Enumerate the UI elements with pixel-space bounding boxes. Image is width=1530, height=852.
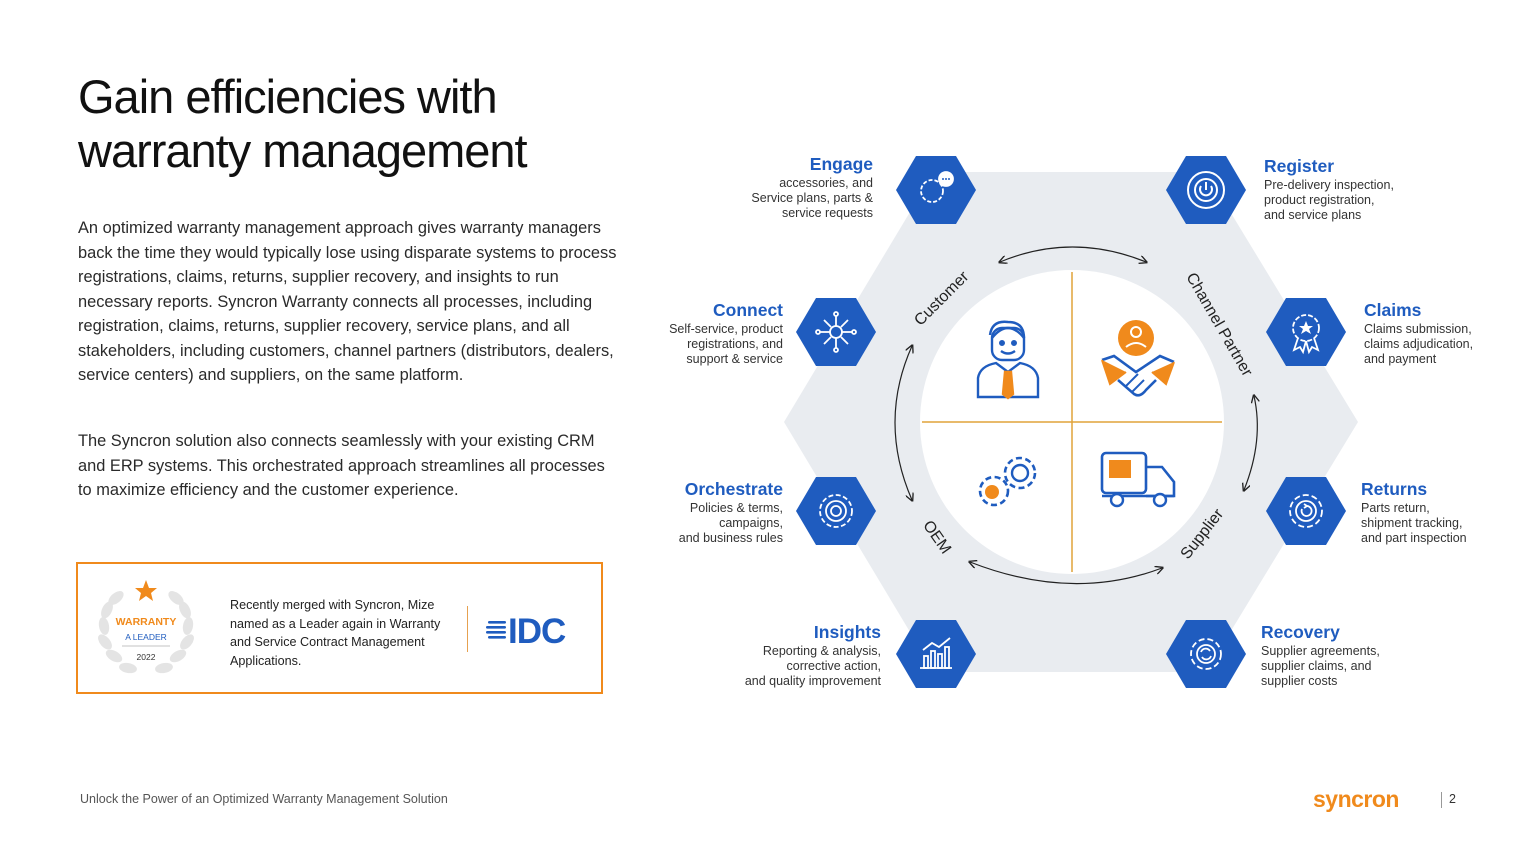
step-engage-line-1: accessories, and — [779, 176, 873, 190]
title-line-1: Gain efficiencies with — [78, 70, 498, 123]
diagram-graphic: Customer Channel Partner Supplier OEM — [784, 156, 1358, 688]
step-engage: Engage accessories, and Service plans, p… — [673, 154, 873, 221]
footer-caption: Unlock the Power of an Optimized Warrant… — [80, 792, 448, 806]
step-orchestrate-line-1: Policies & terms, — [689, 501, 783, 515]
step-connect-desc: Self-service, product registrations, and… — [623, 322, 783, 367]
step-recovery-line-2: supplier claims, and — [1261, 659, 1372, 673]
arrow-supplier-oem — [970, 562, 1162, 585]
step-claims-title: Claims — [1364, 300, 1422, 320]
step-orchestrate: Orchestrate Policies & terms, campaigns,… — [623, 479, 783, 546]
step-register-line-3: and service plans — [1264, 208, 1362, 222]
step-recovery-line-3: supplier costs — [1261, 674, 1338, 688]
recovery-gear-icon — [1190, 638, 1222, 670]
award-callout: WARRANTY A LEADER 2022 Recently merged w… — [76, 562, 603, 694]
recovery-hexagon — [1166, 620, 1246, 688]
step-register-line-2: product registration, — [1264, 193, 1375, 207]
insights-hexagon — [896, 620, 976, 688]
step-orchestrate-desc: Policies & terms, campaigns, and busines… — [623, 501, 783, 546]
step-insights-line-1: Reporting & analysis, — [762, 644, 881, 658]
integration-paragraph: The Syncron solution also connects seaml… — [78, 432, 605, 499]
step-insights-line-3: and quality improvement — [744, 674, 881, 688]
step-returns: Returns Parts return, shipment tracking,… — [1361, 479, 1501, 546]
step-recovery: Recovery Supplier agreements, supplier c… — [1261, 622, 1481, 689]
step-engage-title: Engage — [809, 154, 873, 174]
idc-logo-text: IDC — [508, 612, 566, 650]
step-connect: Connect Self-service, product registrati… — [623, 300, 783, 367]
badge-title: WARRANTY — [116, 616, 177, 628]
arrow-customer-channel — [1000, 246, 1146, 262]
returns-hexagon — [1266, 477, 1346, 545]
power-icon — [1187, 171, 1225, 209]
step-insights-title: Insights — [813, 622, 881, 642]
step-orchestrate-title: Orchestrate — [684, 479, 783, 499]
step-claims-desc: Claims submission, claims adjudication, … — [1364, 322, 1504, 367]
badge-subtitle: A LEADER — [125, 632, 167, 642]
step-returns-desc: Parts return, shipment tracking, and par… — [1361, 501, 1501, 546]
title-line-2: warranty management — [78, 124, 528, 177]
register-hexagon — [1166, 156, 1246, 224]
page-number: 2 — [1449, 792, 1456, 806]
step-engage-desc: accessories, and Service plans, parts & … — [673, 176, 873, 221]
bar-chart-icon — [920, 637, 952, 669]
step-recovery-title: Recovery — [1261, 622, 1340, 642]
step-register-line-1: Pre-delivery inspection, — [1264, 178, 1394, 192]
handshake-icon — [1101, 320, 1175, 397]
claims-hexagon — [1266, 298, 1346, 366]
award-ribbon-icon — [1292, 314, 1320, 355]
step-claims-line-1: Claims submission, — [1364, 322, 1472, 336]
step-engage-line-3: service requests — [781, 206, 873, 220]
step-insights: Insights Reporting & analysis, correctiv… — [681, 622, 881, 689]
award-divider — [467, 606, 468, 652]
connect-hexagon — [796, 298, 876, 366]
step-returns-line-2: shipment tracking, — [1361, 516, 1463, 530]
intro-paragraph: An optimized warranty management approac… — [78, 219, 617, 384]
step-connect-line-1: Self-service, product — [669, 322, 783, 336]
warranty-process-diagram: Customer Channel Partner Supplier OEM — [640, 140, 1510, 710]
step-returns-title: Returns — [1361, 479, 1428, 499]
step-claims: Claims Claims submission, claims adjudic… — [1364, 300, 1504, 367]
step-claims-line-3: and payment — [1364, 352, 1437, 366]
award-description: Recently merged with Syncron, Mize named… — [230, 598, 441, 668]
step-connect-line-2: registrations, and — [687, 337, 783, 351]
step-claims-line-2: claims adjudication, — [1364, 337, 1474, 351]
arrow-channel-supplier — [1244, 396, 1257, 490]
customer-person-icon — [976, 320, 1040, 400]
step-register-desc: Pre-delivery inspection, product registr… — [1264, 178, 1484, 223]
target-icon — [819, 494, 853, 528]
syncron-logo: syncron — [1313, 786, 1399, 812]
orchestrate-hexagon — [796, 477, 876, 545]
step-connect-title: Connect — [713, 300, 783, 320]
step-returns-line-1: Parts return, — [1361, 501, 1430, 515]
step-orchestrate-line-2: campaigns, — [719, 516, 783, 530]
badge-year: 2022 — [137, 652, 156, 662]
step-recovery-line-1: Supplier agreements, — [1261, 644, 1380, 658]
gears-icon — [978, 456, 1037, 507]
step-insights-line-2: corrective action, — [786, 659, 881, 673]
page-title: Gain efficiencies with warranty manageme… — [78, 70, 528, 178]
step-insights-desc: Reporting & analysis, corrective action,… — [681, 644, 881, 689]
step-returns-line-3: and part inspection — [1361, 531, 1467, 545]
chat-bubbles-icon — [920, 171, 954, 203]
page-separator — [1441, 792, 1442, 808]
step-recovery-desc: Supplier agreements, supplier claims, an… — [1261, 644, 1481, 689]
network-hub-icon — [815, 311, 857, 353]
delivery-truck-icon — [1100, 451, 1176, 508]
step-register: Register Pre-delivery inspection, produc… — [1264, 156, 1484, 223]
return-gear-icon — [1289, 494, 1323, 528]
arrow-oem-customer — [894, 346, 912, 500]
step-connect-line-3: support & service — [686, 352, 783, 366]
step-orchestrate-line-3: and business rules — [678, 531, 783, 545]
step-engage-line-2: Service plans, parts & — [751, 191, 873, 205]
step-register-title: Register — [1264, 156, 1335, 176]
engage-hexagon — [896, 156, 976, 224]
warranty-leader-badge-icon: WARRANTY A LEADER 2022 — [98, 580, 194, 674]
idc-logo-icon: IDC — [486, 612, 567, 650]
